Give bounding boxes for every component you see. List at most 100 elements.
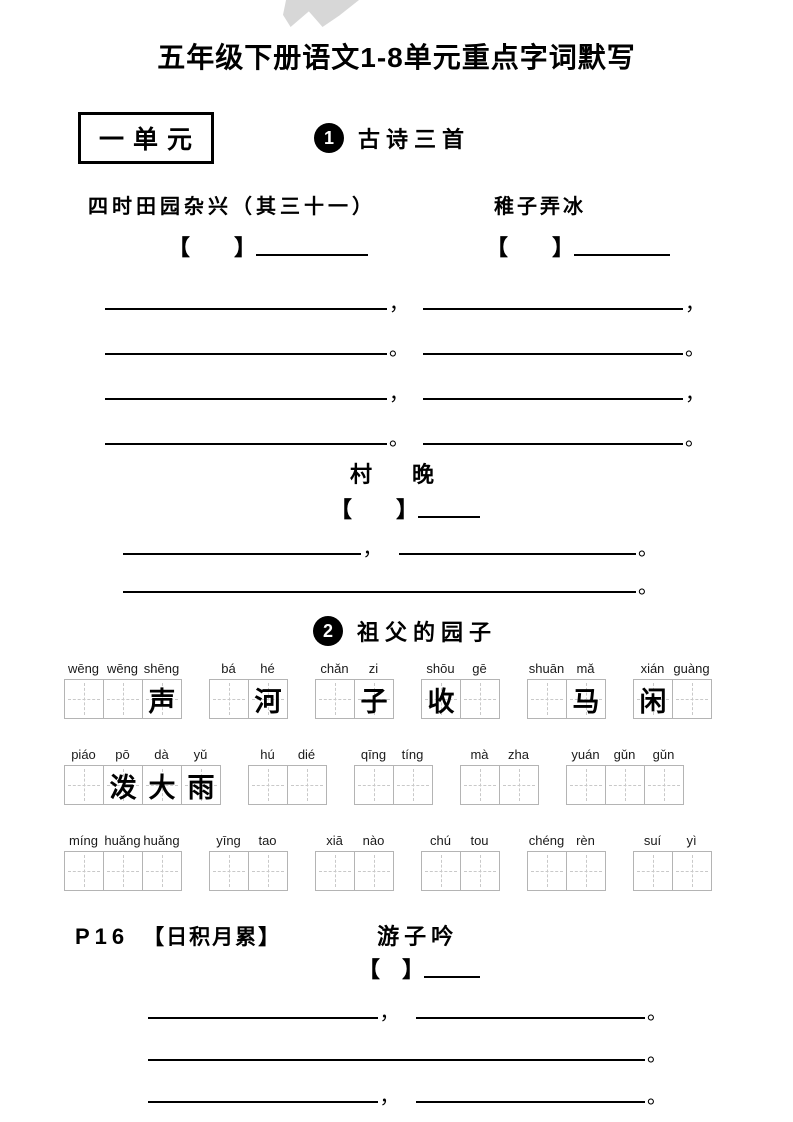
writing-box-empty <box>315 679 355 719</box>
writing-box-printed: 子 <box>354 679 394 719</box>
pinyin-label: wēng <box>67 661 100 676</box>
writing-box-empty <box>566 851 606 891</box>
writing-box-row <box>633 851 712 891</box>
blank-line-row: 。 <box>0 1023 793 1065</box>
pinyin-label: huǎng <box>104 833 141 848</box>
pinyin-row: yīng tao <box>209 833 288 848</box>
writing-box-row: 泼大雨 <box>64 765 221 805</box>
answer-blank-line <box>415 1017 645 1019</box>
writing-box-empty <box>64 765 104 805</box>
writing-box-empty <box>460 851 500 891</box>
page-reference: P16 <box>75 924 130 949</box>
poem-blank-line-row: 。。 <box>0 404 793 449</box>
riji-header-row: P16 【日积月累】 游子吟 <box>0 919 793 951</box>
printed-character: 雨 <box>187 772 215 803</box>
pinyin-label: chú <box>430 833 451 848</box>
pinyin-label: zha <box>508 747 529 762</box>
printed-character: 闲 <box>639 686 667 717</box>
pinyin-label: yǔ <box>193 747 208 762</box>
writing-box-empty <box>421 851 461 891</box>
answer-blank-line <box>423 443 683 445</box>
pinyin-label: piáo <box>71 747 96 762</box>
printed-character: 河 <box>254 686 282 717</box>
answer-blank-line <box>123 591 636 593</box>
pinyin-label: chǎn <box>320 661 349 676</box>
author-blank-line <box>256 254 369 256</box>
writing-box-empty <box>499 765 539 805</box>
printed-character: 泼 <box>109 772 137 803</box>
author-bracket-left: 【 】 <box>168 235 257 260</box>
writing-box-row <box>527 851 606 891</box>
word-group: yīng tao <box>209 833 288 891</box>
punctuation-mark: ， <box>685 383 705 405</box>
writing-box-printed: 收 <box>421 679 461 719</box>
writing-box-row <box>209 851 288 891</box>
writing-box-printed: 泼 <box>103 765 143 805</box>
answer-blank-line <box>148 1059 645 1061</box>
printed-character: 收 <box>427 686 455 717</box>
riji-yuelei-label: 【日积月累】 <box>143 925 282 949</box>
unit-label-box: 一单元 <box>78 112 215 164</box>
writing-box-printed: 闲 <box>633 679 673 719</box>
page-title: 五年级下册语文1-8单元重点字词默写 <box>157 42 636 73</box>
writing-box-printed: 大 <box>142 765 182 805</box>
punctuation-mark: 。 <box>638 576 658 598</box>
writing-box-empty <box>354 765 394 805</box>
writing-box-empty <box>460 765 500 805</box>
writing-box-row: 马 <box>527 679 606 719</box>
writing-box-row: 闲 <box>633 679 712 719</box>
pinyin-label: tíng <box>401 747 424 762</box>
writing-box-row <box>248 765 327 805</box>
pinyin-label: dié <box>297 747 316 762</box>
pinyin-label: yuán <box>571 747 600 762</box>
writing-box-empty <box>460 679 500 719</box>
author-bracket: 【 】 <box>358 957 425 982</box>
poem-blank-lines-section: ，，。。，，。。 <box>0 269 793 449</box>
writing-box-row <box>421 851 500 891</box>
answer-blank-line <box>105 443 387 445</box>
author-bracket-right: 【 】 <box>486 235 575 260</box>
youziyin-author-row: 【 】 <box>0 955 793 981</box>
author-blank-line <box>418 516 481 518</box>
answer-blank-line <box>148 1101 378 1103</box>
writing-box-empty <box>142 851 182 891</box>
writing-box-empty <box>103 851 143 891</box>
writing-box-empty <box>605 765 645 805</box>
writing-box-printed: 雨 <box>181 765 221 805</box>
author-blank-line <box>574 254 671 256</box>
pinyin-label: guàng <box>673 661 710 676</box>
poem-titles-row: 四时田园杂兴（其三十一） 稚子弄冰 <box>0 190 793 219</box>
answer-blank-line <box>105 353 387 355</box>
printed-character: 马 <box>572 686 600 717</box>
poem-title-zhizi-nongbing: 稚子弄冰 <box>494 196 586 218</box>
youziyin-poem-title: 游子吟 <box>377 924 459 949</box>
pinyin-label: wēng <box>106 661 139 676</box>
pinyin-label: huǎng <box>143 833 180 848</box>
pinyin-label: yīng <box>216 833 241 848</box>
lesson-1-title: 古诗三首 <box>358 127 471 152</box>
pinyin-label: tao <box>258 833 277 848</box>
answer-blank-line <box>423 308 683 310</box>
pinyin-label: nào <box>362 833 385 848</box>
answer-blank-line <box>423 353 683 355</box>
